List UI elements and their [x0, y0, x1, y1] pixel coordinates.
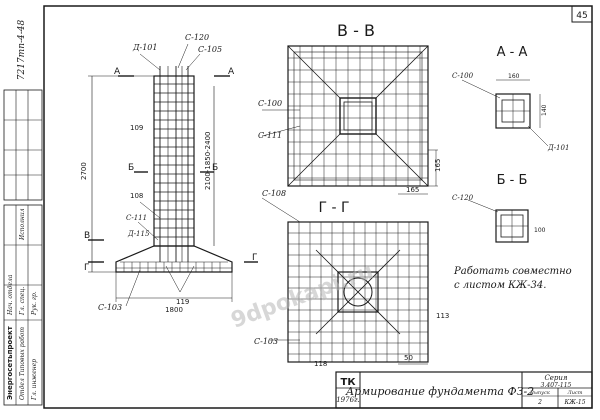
dim-1800: 1800: [165, 306, 183, 314]
drawing-title: Армирование фундамента ФЗ-2: [345, 385, 534, 398]
elevation-base-bars: [123, 262, 221, 272]
stamp-row-5: Исполнил: [19, 208, 26, 241]
dim-165-h: 165: [406, 186, 419, 194]
series-value: 3.407-115: [541, 382, 572, 389]
watermark: 9dpokapi.ru: [228, 259, 377, 334]
mark-113: 113: [436, 312, 449, 320]
label-c103-plan: С-103: [254, 337, 278, 346]
note-line-2: с листом КЖ-34.: [454, 280, 546, 291]
stamp-org: Энергосетьпроект: [6, 325, 14, 400]
label-d101-aa: Д-101: [547, 144, 569, 152]
elevation-view: [88, 43, 258, 307]
title-org: ТК: [341, 377, 357, 388]
cut-b-right: Б: [212, 163, 218, 173]
label-c111-plan: С-111: [258, 131, 282, 140]
cut-v-left: В: [84, 231, 90, 241]
left-stamp: [3, 89, 43, 406]
label-c100: С-100: [258, 99, 282, 108]
note-line-1: Работать совместно: [453, 266, 572, 277]
stamp-row-3: Гл. спец.: [19, 286, 26, 316]
stamp-row-1: Гл. инженер: [31, 359, 38, 401]
label-c105: С-105: [198, 45, 222, 54]
cut-a-left: А: [114, 67, 121, 77]
sheet-label: Лист: [567, 390, 583, 396]
dim-column: 2100-1850-2400: [204, 132, 212, 191]
cut-b-left: Б: [128, 163, 134, 173]
cut-a-right: А: [228, 67, 235, 77]
page-number: 45: [576, 11, 587, 21]
mark-109: 109: [130, 124, 143, 132]
vertical-code: 7217тп-4-48: [17, 19, 27, 80]
label-d115: Д-115: [127, 230, 150, 238]
dim-100: 100: [534, 227, 546, 234]
label-c108: С-108: [262, 189, 286, 198]
label-c120: С-120: [185, 33, 209, 42]
label-c120-bb: С-120: [452, 194, 474, 202]
section-bb: [467, 199, 529, 243]
mark-108: 108: [130, 192, 143, 200]
title-section-bb: Б - Б: [497, 173, 528, 188]
title-section-vv: В - В: [337, 21, 375, 40]
cut-g-right: Г: [252, 253, 258, 263]
title-year: 1976г.: [336, 396, 360, 404]
dim-50: 50: [404, 354, 413, 362]
label-c103-elev: С-103: [98, 303, 122, 312]
sheet-value: КЖ-15: [563, 399, 585, 406]
title-section-gg: Г - Г: [318, 200, 349, 216]
stamp-row-2: Нач. отдела: [7, 274, 14, 316]
title-block: [335, 371, 593, 409]
label-c111-elev: С-111: [126, 214, 147, 222]
cut-g-left: Г: [84, 263, 90, 273]
dim-2700: 2700: [80, 162, 88, 180]
issue-label: Выпуск: [529, 390, 550, 396]
stamp-company: Отдел Типовых работ: [19, 327, 26, 400]
plan-gg: [261, 197, 429, 365]
series-label: Серия: [544, 374, 567, 382]
label-d101: Д-101: [132, 43, 157, 52]
plan-vv: [261, 45, 438, 195]
dim-165-v: 165: [434, 159, 442, 172]
section-aa: [461, 79, 549, 147]
page-number-box: [571, 5, 593, 23]
mark-118: 118: [314, 360, 327, 368]
label-c100-aa: С-100: [452, 72, 474, 80]
elevation-stirrups: [154, 83, 194, 238]
title-section-aa: А - А: [497, 45, 528, 60]
dim-140: 140: [541, 104, 548, 116]
stamp-row-4: Рук. гр.: [31, 291, 38, 316]
sheet-border: [43, 5, 593, 409]
mark-119: 119: [176, 298, 189, 306]
dim-160: 160: [508, 73, 520, 80]
issue-value: 2: [537, 399, 542, 406]
